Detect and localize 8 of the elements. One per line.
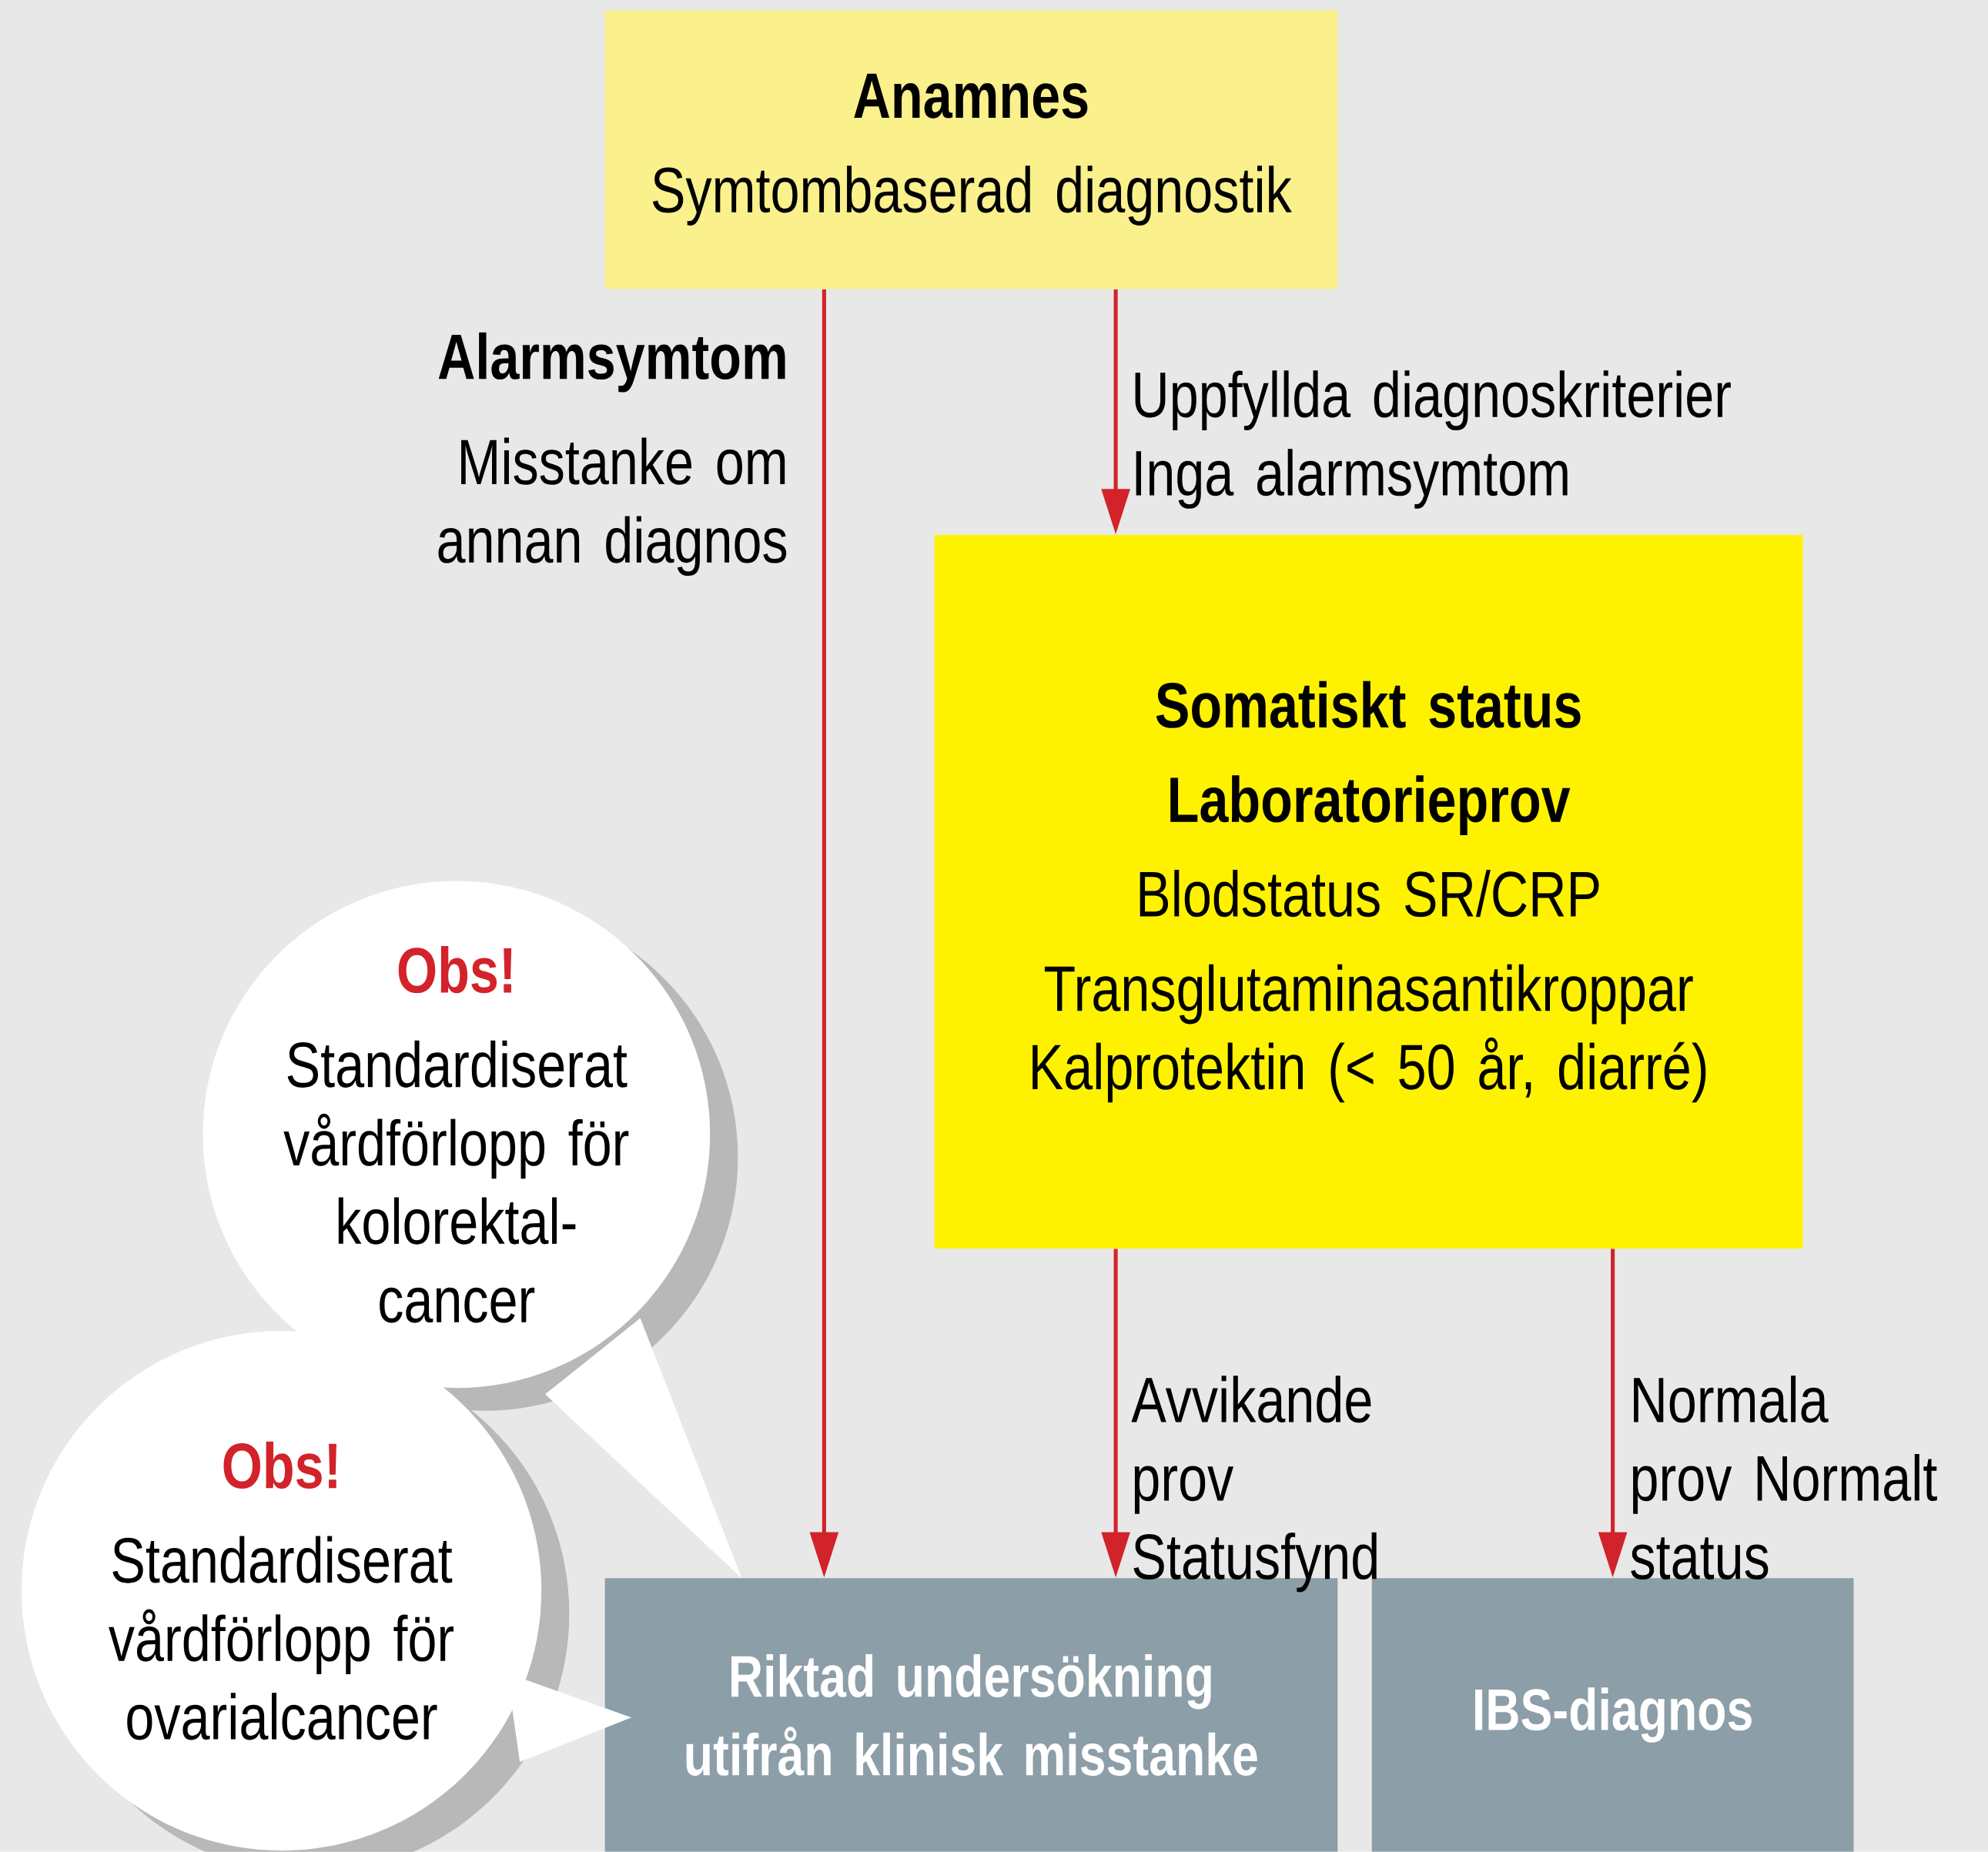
edge-label: Alarmsymtom: [438, 333, 785, 393]
node-label: Obs!: [223, 1441, 336, 1489]
process-box: Anamnes Symtombaserad diagnostik: [604, 10, 1338, 289]
edge-label: Normala prov Normalt status: [1631, 1376, 1937, 1580]
speech-bubble: Obs! Standardiserat vårdförlopp för ovarialcancer: [22, 1331, 632, 1852]
edge-label: Uppfyllda diagnoskriterier Inga alarmsymtom: [1135, 370, 1731, 509]
process-box: Somatiskt status Laboratorieprov Blodstatus SR/CRP Transglutaminasantikroppar Kalprotektin (< 50 år, diarré): [934, 535, 1803, 1249]
note-text: Misstanke om annan diagnos: [438, 437, 787, 577]
